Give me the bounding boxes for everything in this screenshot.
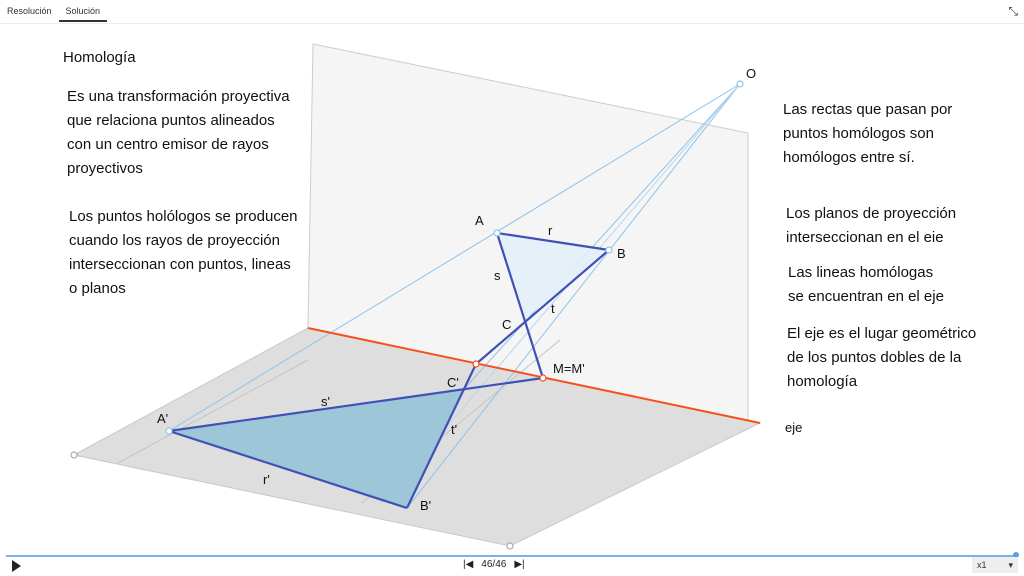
text-line: se encuentran en el eje <box>788 288 944 305</box>
progress-slider[interactable] <box>6 555 1018 557</box>
point-axis-t[interactable] <box>472 360 480 368</box>
progress-handle[interactable] <box>1013 552 1019 558</box>
label-c: C <box>502 317 512 332</box>
label-r-prime: r' <box>263 472 270 487</box>
text-line: que relaciona puntos alineados <box>67 112 275 129</box>
text-line: proyectivos <box>67 160 143 177</box>
axis-text: El eje es el lugar geométrico de los punt… <box>787 322 976 394</box>
plane-corner-bottom[interactable] <box>506 542 514 550</box>
label-a-prime: A' <box>157 411 169 426</box>
triangle-abc-prime-fill <box>169 388 465 508</box>
line-s-prime <box>168 376 544 433</box>
title: Homología <box>63 49 136 66</box>
plane-corner-left[interactable] <box>70 451 78 459</box>
point-a[interactable] <box>493 229 501 237</box>
label-eje: eje <box>785 420 803 435</box>
text-line: interseccionan en el eie <box>786 229 944 246</box>
lines-text: Las rectas que pasan por puntos homólogos… <box>783 98 952 170</box>
exit-fullscreen-icon[interactable]: ⤡ <box>1008 4 1018 18</box>
text-line: de los puntos dobles de la <box>787 349 962 366</box>
point-b[interactable] <box>605 246 613 254</box>
text-line: El eje es el lugar geométrico <box>787 325 977 342</box>
previous-step-icon[interactable]: |◀ <box>463 559 474 570</box>
line-r <box>496 231 610 252</box>
tab-resolucion[interactable]: Resolución <box>7 6 52 16</box>
chevron-down-icon: ▾ <box>1008 559 1013 570</box>
points-text: Los puntos holólogos se producen cuando l… <box>69 205 298 301</box>
label-m: M=M' <box>553 361 585 376</box>
tab-solucion[interactable]: Solución <box>58 0 108 22</box>
tab-bar: Resolución Solución <box>0 0 108 22</box>
ground-line <box>117 359 309 464</box>
label-a: A <box>475 213 484 228</box>
label-b: B <box>617 246 626 261</box>
step-counter: 46/46 <box>481 559 507 570</box>
line-t-prime <box>406 363 477 509</box>
line-s <box>495 232 545 379</box>
divider <box>0 23 1024 24</box>
ray-a <box>168 83 741 432</box>
homologous-lines-text: Las lineas homólogas se encuentran en el … <box>788 261 944 309</box>
label-b-prime: B' <box>420 498 432 513</box>
definition-text: Es una transformación proyectiva que rela… <box>67 85 290 181</box>
label-o: O <box>746 66 757 81</box>
next-step-icon[interactable]: ▶| <box>514 559 525 570</box>
point-o[interactable] <box>736 80 744 88</box>
text-line: con un centro emisor de rayos <box>67 136 269 153</box>
line-t <box>475 249 610 365</box>
text-line: Es una transformación proyectiva <box>67 88 290 105</box>
label-s-prime: s' <box>321 394 330 409</box>
text-line: Las lineas homólogas <box>788 264 934 281</box>
text-line: o planos <box>69 280 126 297</box>
ray-b <box>406 83 741 509</box>
axis-line <box>307 327 761 424</box>
triangle-abc-fill <box>497 233 609 318</box>
text-line: homólogos entre sí. <box>783 149 915 166</box>
text-line: Las rectas que pasan por <box>783 101 953 118</box>
text-line: homología <box>787 373 858 390</box>
text-line: puntos homólogos son <box>783 125 934 142</box>
point-a-prime[interactable] <box>165 427 173 435</box>
text-line: Los planos de proyección <box>786 205 957 222</box>
play-icon[interactable] <box>12 560 21 572</box>
ray-c <box>464 83 741 389</box>
label-r: r <box>548 223 553 238</box>
line-r-prime <box>168 429 408 510</box>
text-line: Los puntos holólogos se producen <box>69 208 298 225</box>
text-line: cuando los rayos de proyección <box>69 232 280 249</box>
label-s: s <box>494 268 501 283</box>
point-m[interactable] <box>539 374 547 382</box>
speed-select[interactable]: x1 ▾ <box>972 557 1018 573</box>
speed-value: x1 <box>977 560 987 570</box>
text-line: interseccionan con puntos, lineas <box>69 256 291 273</box>
label-t-prime: t' <box>451 422 458 437</box>
step-navigation: |◀ 46/46 ▶| <box>463 559 525 570</box>
label-c-prime: C' <box>447 375 459 390</box>
label-t: t <box>551 301 555 316</box>
planes-text: Los planos de proyección interseccionan e… <box>786 202 956 250</box>
